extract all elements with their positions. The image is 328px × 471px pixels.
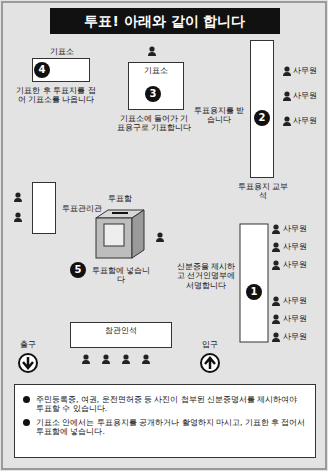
ballot-paper-table: 투표용지 교부석 bbox=[250, 40, 274, 178]
table-label: 투표용지 교부석 bbox=[237, 182, 289, 201]
bullet bbox=[23, 396, 30, 403]
note-row: 기표소 안에서는 투표용지를 공개하거나 촬영하지 마시고, 기표한 후 접어서… bbox=[23, 418, 307, 437]
exit-arrow bbox=[19, 354, 37, 372]
callout-number: 3 bbox=[145, 86, 161, 102]
title-bar: 투표! 아래와 같이 합니다 bbox=[50, 8, 280, 34]
notes-box: 주민등록증, 여권, 운전면허증 등 사진이 첩부된 신분증명서를 제시하여야 … bbox=[14, 384, 316, 458]
ballot-box bbox=[96, 210, 144, 258]
callout-number: 1 bbox=[246, 284, 262, 300]
register-table bbox=[240, 224, 268, 342]
staff-label: 사무원 bbox=[293, 91, 323, 100]
note-text: 주민등록증, 여권, 운전면허증 등 사진이 첩부된 신분증명서를 제시하여야 … bbox=[36, 395, 307, 414]
staff-label: 사무원 bbox=[293, 66, 323, 75]
table-label: 참관인석 bbox=[71, 323, 171, 335]
table-label: 기표소 bbox=[23, 47, 101, 56]
callout-number: 5 bbox=[70, 262, 86, 278]
table-label: 투표관리관 bbox=[62, 204, 102, 213]
staff-label: 사무원 bbox=[283, 314, 313, 323]
bullet bbox=[23, 419, 30, 426]
callout-number: 2 bbox=[254, 110, 270, 126]
step-note: 출구 bbox=[14, 340, 42, 349]
staff-label: 사무원 bbox=[283, 224, 313, 233]
frame bbox=[2, 2, 326, 469]
table-label: 투표함 bbox=[82, 194, 158, 203]
note-text: 기표소 안에서는 투표용지를 공개하거나 촬영하지 마시고, 기표한 후 접어서… bbox=[36, 418, 307, 437]
step-note: 투표함에 넣습니다 bbox=[90, 266, 152, 285]
table-label: 기표소 bbox=[129, 63, 183, 75]
callout-number: 4 bbox=[34, 62, 50, 78]
note-row: 주민등록증, 여권, 운전면허증 등 사진이 첩부된 신분증명서를 제시하여야 … bbox=[23, 395, 307, 414]
staff-label: 사무원 bbox=[283, 332, 313, 341]
staff-label: 사무원 bbox=[283, 260, 313, 269]
staff-label: 사무원 bbox=[283, 296, 313, 305]
ballot-box-node: 투표함 bbox=[92, 206, 148, 260]
step-note: 입구 bbox=[196, 340, 224, 349]
step-note: 투표용지를 받습니다 bbox=[192, 106, 246, 125]
step-note: 기표한 후 투표지를 접어 기표소를 나옵니다 bbox=[14, 86, 98, 105]
staff-label: 사무원 bbox=[283, 242, 313, 251]
manager-table: 투표관리관 bbox=[32, 182, 56, 234]
entrance-arrow bbox=[201, 354, 219, 372]
staff-label: 사무원 bbox=[293, 116, 323, 125]
observer-table: 참관인석 bbox=[70, 322, 172, 348]
step-note: 기표소에 들어가 기표용구로 기표합니다 bbox=[116, 114, 192, 133]
step-note: 신분증을 제시하고 선거인명부에 서명합니다 bbox=[176, 262, 236, 290]
